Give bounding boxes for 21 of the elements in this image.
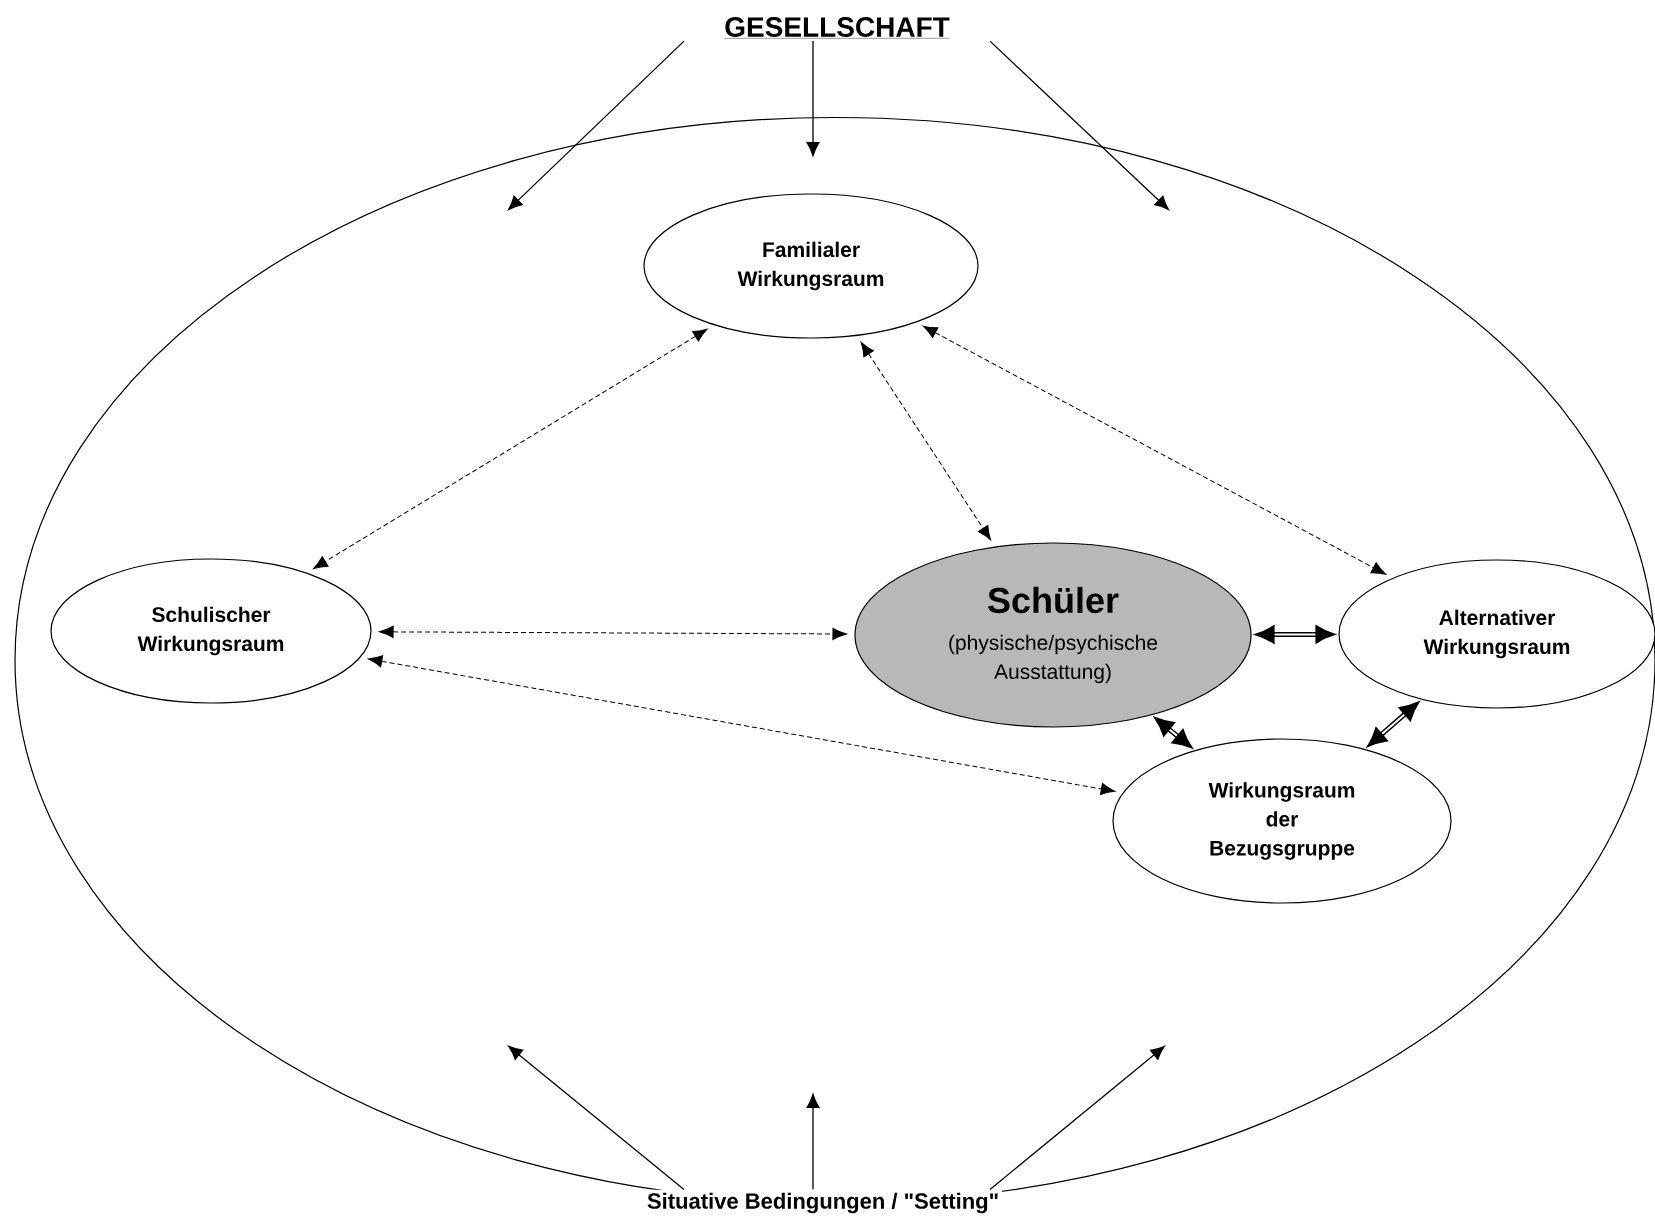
arrow [989,40,1169,211]
arrow [1366,701,1420,748]
arrow [508,40,685,211]
arrow [379,625,847,641]
arrow [806,1093,820,1191]
ellipse-node: Familialer Wirkungsraum [643,193,979,339]
ellipse-node: Schulischer Wirkungsraum [50,558,372,704]
arrow [922,325,1386,575]
arrow [1254,625,1336,644]
arrow [989,1045,1165,1191]
arrow [508,1045,685,1191]
caption-text: Situative Bedingungen / "Setting" [643,1189,1003,1217]
arrow [806,40,820,157]
arrow [860,341,992,541]
title-text: GESELLSCHAFT [724,17,950,39]
arrow [313,328,708,570]
node-label: Alternativer Wirkungsraum [1423,609,1570,659]
arrow [1153,716,1193,749]
ellipse-node: Wirkungsraum der Bezugsgruppe [1112,738,1452,904]
arrow [367,655,1116,795]
ellipse-node: Alternativer Wirkungsraum [1338,559,1655,709]
